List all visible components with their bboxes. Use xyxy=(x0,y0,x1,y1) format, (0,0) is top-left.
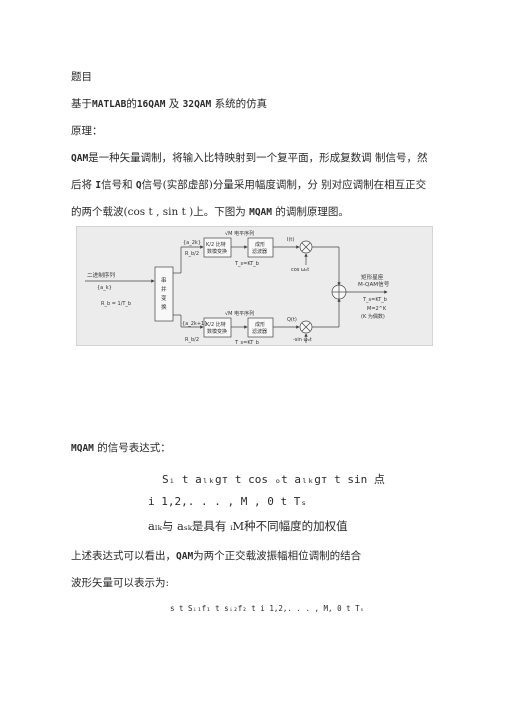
upper-symbol: {a_2k} xyxy=(183,240,201,246)
lower-ts-label: T_s=KT_b xyxy=(234,340,259,345)
mqam-term: MQAM xyxy=(249,207,272,218)
upper-ts-label: T_s=KT_b xyxy=(234,261,259,267)
input-symbol: {a_k} xyxy=(97,285,112,291)
lower-shaping-box xyxy=(247,317,274,338)
rate-label: R_b = 1/T_b xyxy=(101,301,131,307)
signal-heading-text: 的信号表达式： xyxy=(97,442,171,454)
paragraph1-line2-b: 信号和 xyxy=(101,179,133,191)
upper-converter-box xyxy=(203,237,232,258)
sp-char-2: 并 xyxy=(161,285,167,293)
equation-line3: aₗₖ与 aₛₖ是具有 ᵢM种不同幅度的加权值 xyxy=(148,519,348,533)
subtitle-matlab: MATLAB xyxy=(92,99,127,110)
upper-converter-line1: K/2 比特 xyxy=(206,241,226,248)
paragraph1-line3: 的两个载波(cos t , sin t )上。下图为 MQAM 的调制原理图。 xyxy=(71,204,349,219)
output-ts: T_s=KT_b xyxy=(362,297,387,303)
diagram-svg: 二进制序列 {a_k} R_b = 1/T_b 串 并 变 换 {a_2k} R… xyxy=(85,230,390,345)
lower-shaping-line2: 滤波器 xyxy=(252,328,267,335)
paragraph1-line2: 后将 I信号和 Q信号(实部虚部)分量采用幅度调制，分 别对应调制在相互正交 xyxy=(71,177,426,192)
subtitle: 基于MATLAB的16QAM 及 32QAM 系统的仿真 xyxy=(71,96,267,111)
sp-char-1: 串 xyxy=(161,276,167,284)
lower-converter-line1: K/2 比特 xyxy=(206,321,226,328)
upper-converter-line2: 数模变换 xyxy=(207,248,227,255)
subtitle-suffix: 系统的仿真 xyxy=(214,98,268,110)
subtitle-de: 的 xyxy=(126,98,137,110)
paragraph1-line1-text: 是一种矢量调制，将输入比特映射到一个复平面，形成复数调 制信号，然 xyxy=(88,152,428,164)
paragraph2-line1-b: 为两个正交载波振幅相位调制的结合 xyxy=(193,550,362,562)
page-title: 题目 xyxy=(71,71,92,83)
cos-carrier-label: cos ω₀t xyxy=(291,267,309,273)
subtitle-prefix: 基于 xyxy=(71,98,92,110)
paragraph2-line1: 上述表达式可以看出，QAM为两个正交载波振幅相位调制的结合 xyxy=(71,548,361,563)
signal-heading-mqam: MQAM xyxy=(71,443,94,454)
qam-term: QAM xyxy=(71,153,89,164)
paragraph2-line2: 波形矢量可以表示为: xyxy=(71,577,170,589)
paragraph1-line3-b: 的调制原理图。 xyxy=(275,206,349,218)
lower-level-label: √M 电平序列 xyxy=(225,310,254,317)
i-term: I xyxy=(95,180,102,191)
mqam-modulation-diagram: 二进制序列 {a_k} R_b = 1/T_b 串 并 变 换 {a_2k} R… xyxy=(76,226,433,346)
vector-equation: s t Sᵢ₁f₁ t sᵢ₂f₂ t i 1,2,. . . , M, 0 t… xyxy=(170,604,365,613)
i-signal-label: I(t) xyxy=(287,237,294,243)
sp-char-4: 换 xyxy=(161,303,167,311)
equation-line1: Sᵢ t aₗₖgᴛ t cos ₒt aₗₖgᴛ t sin 点 xyxy=(162,473,385,486)
upper-rate: R_b/2 xyxy=(185,251,199,257)
principle-heading: 原理： xyxy=(71,125,103,137)
output-line1: 矩形星座 xyxy=(361,273,384,281)
paragraph1-line2-a: 后将 xyxy=(71,179,92,191)
output-line2: M-QAM信号 xyxy=(358,280,390,288)
subtitle-32qam: 32QAM xyxy=(182,99,212,110)
upper-shaping-line2: 滤波器 xyxy=(252,248,267,255)
sp-char-3: 变 xyxy=(161,294,167,302)
paragraph2-line1-a: 上述表达式可以看出， xyxy=(71,550,176,562)
subtitle-ji: 及 xyxy=(168,98,180,110)
paragraph1-line1: QAM是一种矢量调制，将输入比特映射到一个复平面，形成复数调 制信号，然 xyxy=(71,150,428,165)
output-k: (K 为偶数) xyxy=(361,313,385,320)
paragraph1-line2-c: 信号(实部虚部)分量采用幅度调制，分 别对应调制在相互正交 xyxy=(141,179,427,191)
q-signal-label: Q(t) xyxy=(287,317,297,323)
output-m: M=2^K xyxy=(367,306,387,312)
lower-symbol: {a_2k+1} xyxy=(182,321,207,327)
lower-rate: R_b/2 xyxy=(185,337,199,343)
paragraph1-line3-a: 的两个载波(cos t , sin t )上。下图为 xyxy=(71,206,246,218)
signal-heading: MQAM 的信号表达式： xyxy=(71,440,171,455)
equation-line2: i 1,2,. . . , M , 0 t Tₛ xyxy=(148,495,307,508)
upper-shaping-line1: 成形 xyxy=(255,241,265,248)
subtitle-16qam: 16QAM xyxy=(136,99,166,110)
lower-shaping-line1: 成形 xyxy=(255,321,265,328)
sp-converter-box xyxy=(154,266,174,322)
sin-carrier-label: -sin ω₀t xyxy=(293,337,312,343)
upper-shaping-box xyxy=(247,237,274,258)
upper-level-label: √M 电平序列 xyxy=(225,230,254,237)
lower-converter-line2: 数模变换 xyxy=(207,328,227,335)
input-label: 二进制序列 xyxy=(87,271,115,279)
paragraph2-qam: QAM xyxy=(176,551,194,562)
q-term: Q xyxy=(135,180,142,191)
lower-converter-box xyxy=(203,317,232,338)
